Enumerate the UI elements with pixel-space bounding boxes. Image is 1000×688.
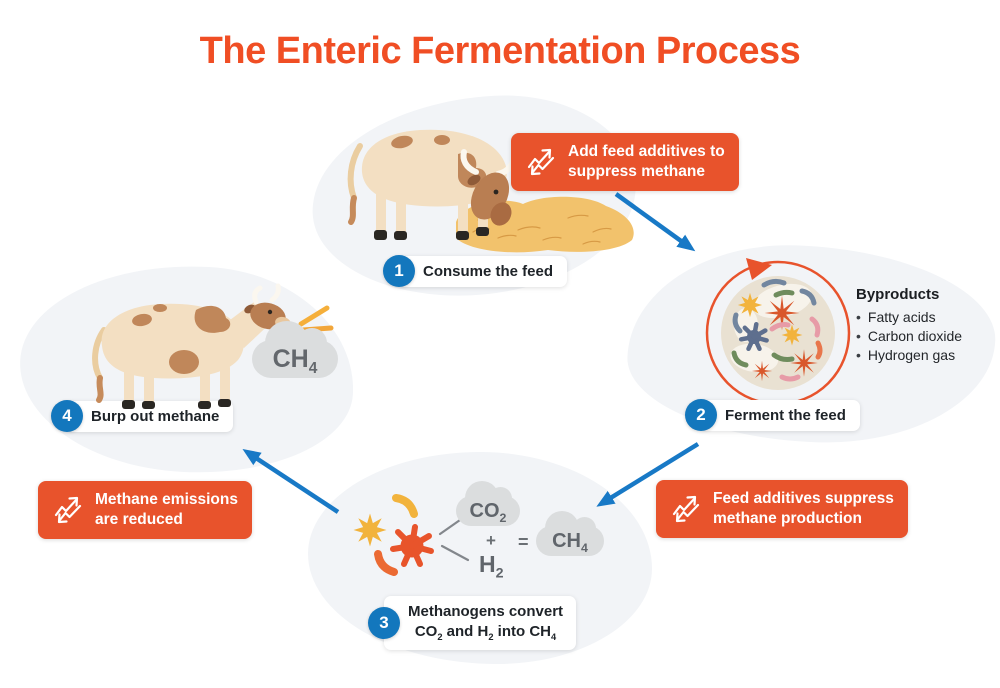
- microbe-crescent-icon: [392, 494, 418, 518]
- callout-text: Add feed additives to: [568, 143, 725, 160]
- callout-text: methane production: [713, 510, 862, 528]
- step-label-text: Ferment the feed: [701, 399, 860, 431]
- fermentation-circle-illustration: [705, 258, 851, 406]
- cycle-arrowhead-icon: [746, 258, 772, 280]
- step-label-1: 1 Consume the feed: [383, 255, 568, 287]
- microbe-star-icon: [781, 324, 803, 346]
- callout-add-feed-additives: Add feed additives to suppress methane: [511, 133, 739, 192]
- bullet-icon: •: [856, 347, 861, 363]
- callout-methane-emissions-reduced: Methane emissions are reduced: [38, 481, 252, 540]
- microbe-burst-icon: [790, 349, 818, 377]
- callout-text: are reduced: [95, 511, 183, 529]
- step-label-text: Consume the feed: [399, 255, 568, 287]
- burp-methane-cloud: CH4: [252, 321, 338, 378]
- step-number-badge: 2: [685, 399, 717, 431]
- microbe-crescents: [731, 278, 823, 382]
- bullet-icon: •: [856, 309, 861, 325]
- byproducts-list: Byproducts • Fatty acids • Carbon dioxid…: [856, 286, 996, 366]
- step-number-badge: 3: [368, 606, 400, 639]
- byproducts-heading: Byproducts: [856, 286, 940, 303]
- h2-label: H2: [479, 551, 504, 582]
- formula-connector-lines: [438, 518, 470, 562]
- arrow-step2-to-step3: [596, 442, 700, 507]
- step-label-2: 2 Ferment the feed: [685, 399, 860, 431]
- microbe-burst-icon: [751, 360, 773, 382]
- bullet-icon: •: [856, 328, 861, 344]
- microbe-splat-icon: [390, 524, 434, 567]
- callout-text: Methane emissions: [95, 491, 238, 508]
- trend-chart-icon: [54, 497, 82, 524]
- trend-chart-icon: [527, 149, 555, 176]
- equals-sign: =: [518, 532, 529, 552]
- plus-sign: +: [486, 531, 496, 550]
- callout-feed-additives-suppress: Feed additives suppress methane producti…: [656, 480, 908, 539]
- microbe-crescent-icon: [374, 550, 398, 576]
- page-title: The Enteric Fermentation Process: [199, 30, 801, 72]
- methanogens-illustration: [353, 494, 434, 576]
- microbe-star-icon: [737, 292, 763, 318]
- list-item: • Carbon dioxide: [856, 328, 963, 344]
- arrow-step3-to-step4: [242, 449, 340, 514]
- step-label-text: Methanogens convert CO2 and H2 into CH4: [384, 596, 577, 650]
- ch4-cloud: CH4: [536, 511, 604, 556]
- list-item: • Hydrogen gas: [856, 347, 956, 363]
- co2-cloud: CO2: [456, 481, 520, 526]
- arrow-step1-to-step2: [614, 192, 696, 252]
- callout-text: suppress methane: [568, 163, 705, 181]
- callout-text: Feed additives suppress: [713, 490, 894, 507]
- step-label-3: 3 Methanogens convert CO2 and H2 into CH…: [368, 596, 577, 650]
- microbe-star-icon: [353, 513, 387, 547]
- list-item: • Fatty acids: [856, 309, 936, 325]
- step-number-badge: 4: [51, 400, 83, 432]
- step-number-badge: 1: [383, 255, 415, 287]
